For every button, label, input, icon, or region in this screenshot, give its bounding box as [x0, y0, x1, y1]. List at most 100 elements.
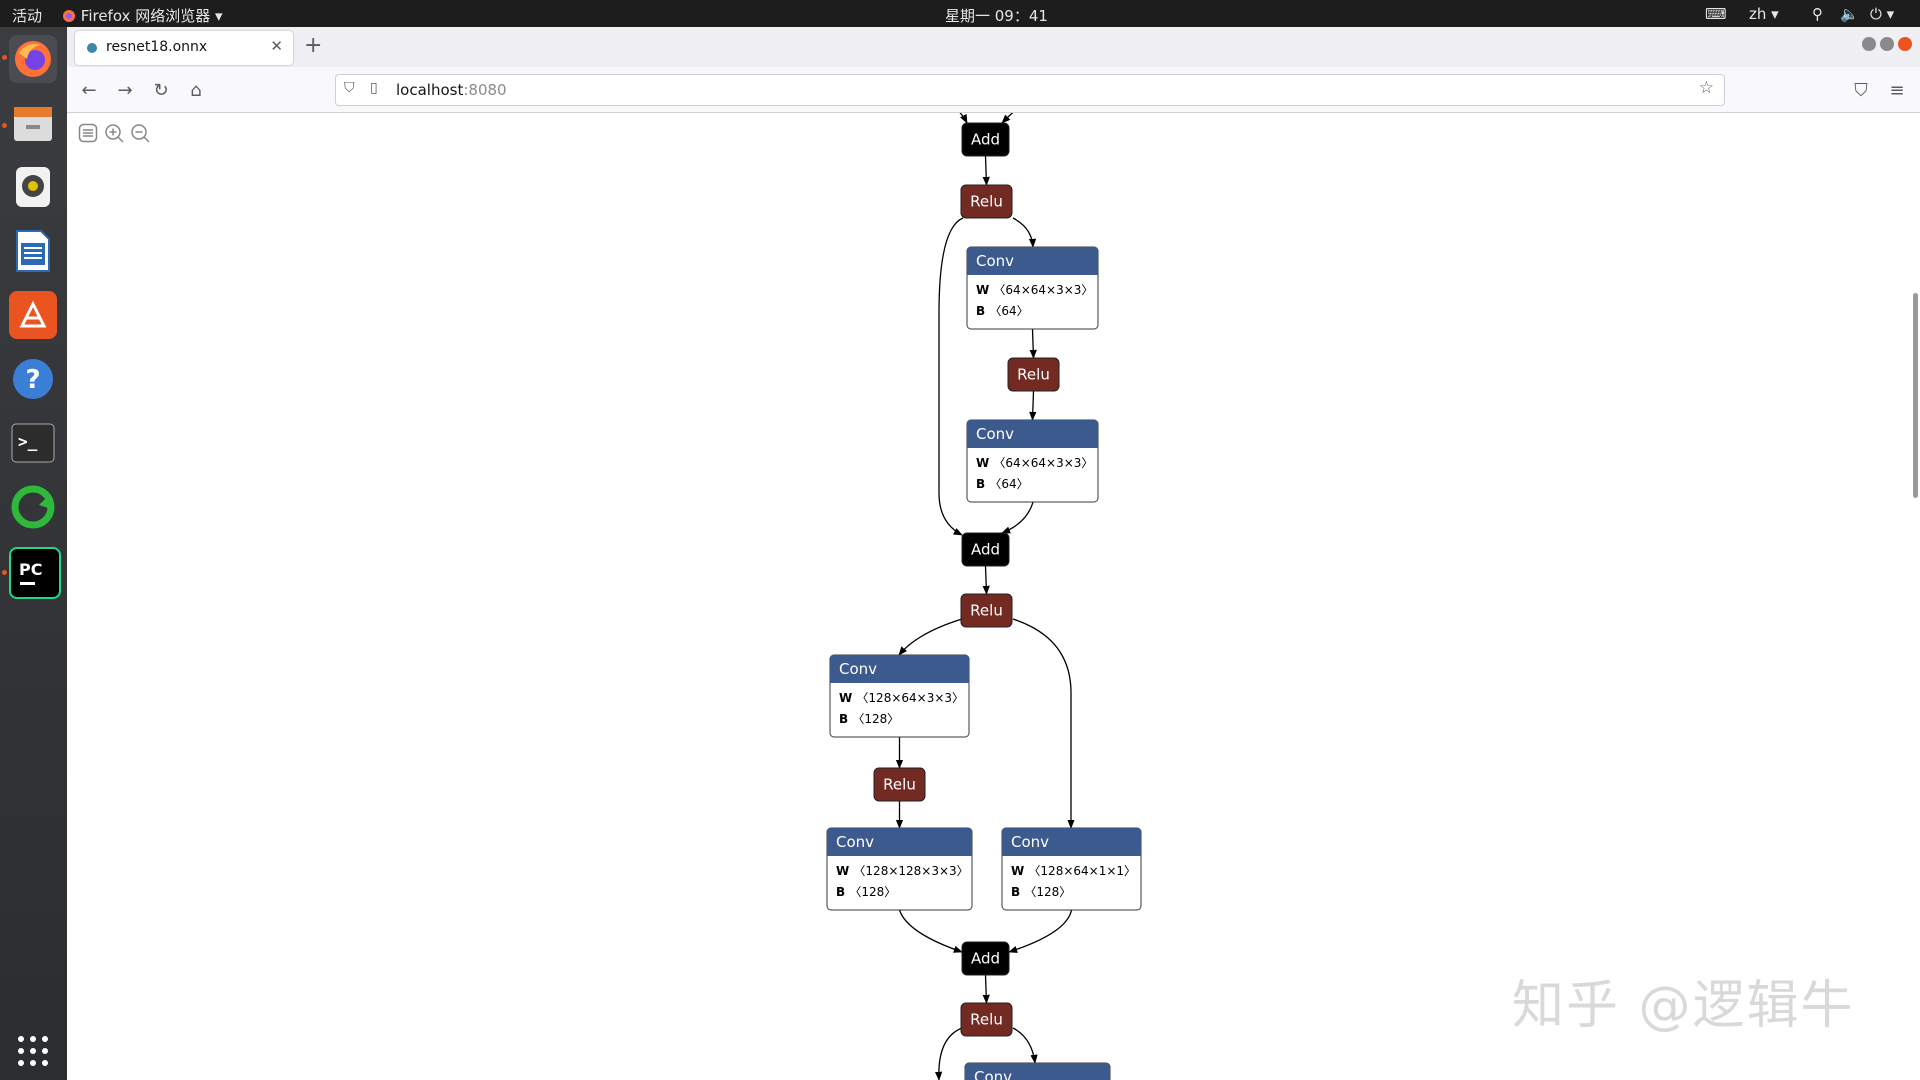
reload-icon[interactable]: ↻ — [153, 79, 169, 101]
bias-attr: B 〈64〉 — [976, 477, 1029, 491]
edge — [934, 1027, 963, 1080]
node-relu-relu5[interactable]: Relu — [960, 1002, 1013, 1037]
svg-text:>_: >_ — [18, 432, 38, 451]
relu-node-box — [1007, 357, 1060, 392]
bias-attr: B 〈128〉 — [1011, 885, 1071, 899]
tab-favicon-icon — [87, 43, 97, 53]
edge — [938, 217, 964, 536]
pocket-icon[interactable]: ⛉ — [1854, 79, 1868, 101]
conv-node-header — [967, 247, 1098, 275]
weight-attr: W 〈64×64×3×3〉 — [976, 283, 1093, 297]
keyboard-icon[interactable]: ⌨ — [1705, 5, 1727, 23]
node-op-label: Add — [971, 541, 1000, 559]
edge — [1029, 390, 1037, 421]
zoom-in-icon[interactable] — [104, 123, 124, 143]
svg-text:PC: PC — [19, 560, 42, 579]
bias-shape: 〈64〉 — [989, 477, 1028, 491]
minimize-icon[interactable] — [1862, 37, 1876, 51]
node-add-add2[interactable]: Add — [961, 532, 1010, 567]
back-icon[interactable]: ← — [81, 79, 97, 101]
weight-label: W — [839, 691, 856, 705]
files-dock-icon[interactable] — [9, 99, 57, 147]
maximize-icon[interactable] — [1880, 37, 1894, 51]
add-node-box — [961, 941, 1010, 976]
node-op-label: Conv — [976, 252, 1014, 270]
rhythmbox-dock-icon[interactable] — [9, 163, 57, 211]
firefox-icon — [63, 10, 75, 22]
network-icon[interactable]: ⚲ — [1812, 5, 1823, 23]
help-dock-icon[interactable]: ? — [9, 355, 57, 403]
bookmark-star-icon[interactable]: ☆ — [1698, 78, 1714, 98]
power-icon[interactable]: ⏻ ▾ — [1870, 5, 1895, 23]
shield-icon[interactable]: ⛉ — [344, 80, 355, 96]
system-top-bar: 活动 Firefox 网络浏览器 ▾ 星期一 09：41 ⌨ zh ▾ ⚲ 🔈 … — [0, 0, 1920, 27]
volume-icon[interactable]: 🔈 — [1840, 5, 1859, 23]
conv-node-header — [967, 420, 1098, 448]
weight-shape: 〈128×64×1×1〉 — [1028, 864, 1136, 878]
netron-toolbar — [78, 123, 150, 143]
forward-icon[interactable]: → — [117, 79, 133, 101]
svg-text:?: ? — [25, 365, 40, 395]
bias-shape: 〈128〉 — [1024, 885, 1071, 899]
node-op-label: Conv — [1011, 833, 1049, 851]
tab-close-icon[interactable]: ✕ — [270, 37, 283, 55]
edge — [959, 113, 968, 124]
weight-attr: W 〈128×128×3×3〉 — [836, 864, 969, 878]
software-center-dock-icon[interactable] — [9, 291, 57, 339]
list-icon[interactable] — [78, 123, 98, 143]
close-icon[interactable] — [1898, 37, 1912, 51]
add-node-box — [961, 122, 1010, 157]
relu-node-box — [960, 184, 1013, 219]
edge — [982, 974, 990, 1004]
update-dock-icon[interactable] — [9, 483, 57, 531]
url-port: :8080 — [463, 81, 507, 99]
language-label: zh — [1749, 5, 1767, 23]
url-text: localhost:8080 — [396, 81, 507, 99]
show-applications-icon[interactable] — [9, 1027, 57, 1075]
edge — [982, 155, 990, 186]
terminal-dock-icon[interactable]: >_ — [9, 419, 57, 467]
node-relu-relu3[interactable]: Relu — [960, 593, 1013, 628]
url-bar[interactable]: ⛉ ▯ localhost:8080 ☆ — [335, 74, 1725, 106]
node-conv-conv6[interactable]: Conv — [964, 1062, 1111, 1080]
tab-resnet18[interactable]: resnet18.onnx ✕ — [75, 31, 293, 65]
new-tab-button[interactable]: + — [304, 33, 323, 58]
edge — [982, 565, 990, 595]
weight-label: W — [1011, 864, 1028, 878]
scrollbar[interactable] — [1913, 293, 1918, 498]
app-menu[interactable]: Firefox 网络浏览器 ▾ — [62, 5, 223, 26]
language-indicator[interactable]: zh ▾ — [1749, 5, 1779, 23]
firefox-dock-icon[interactable] — [9, 35, 57, 83]
clock[interactable]: 星期一 09：41 — [945, 7, 1048, 25]
home-icon[interactable]: ⌂ — [190, 79, 202, 101]
zoom-out-icon[interactable] — [130, 123, 150, 143]
relu-node-box — [960, 593, 1013, 628]
node-add-add1[interactable]: Add — [961, 122, 1010, 157]
page-icon[interactable]: ▯ — [370, 80, 378, 96]
node-op-label: Add — [971, 950, 1000, 968]
menu-icon[interactable]: ≡ — [1889, 79, 1905, 101]
node-relu-relu4[interactable]: Relu — [873, 767, 926, 802]
node-op-label: Conv — [976, 425, 1014, 443]
node-add-add3[interactable]: Add — [961, 941, 1010, 976]
weight-shape: 〈64×64×3×3〉 — [993, 283, 1093, 297]
app-menu-label: Firefox 网络浏览器 — [80, 7, 211, 25]
node-op-label: Conv — [836, 833, 874, 851]
node-relu-relu2[interactable]: Relu — [1007, 357, 1060, 392]
conv-node-header — [965, 1063, 1110, 1080]
bias-attr: B 〈128〉 — [839, 712, 899, 726]
writer-dock-icon[interactable] — [9, 227, 57, 275]
node-op-label: Relu — [970, 602, 1003, 620]
pycharm-dock-icon[interactable]: PC — [9, 547, 61, 599]
edge — [1012, 1027, 1038, 1064]
activities-button[interactable]: 活动 — [12, 7, 43, 25]
chevron-down-icon: ▾ — [214, 7, 223, 25]
node-relu-relu1[interactable]: Relu — [960, 184, 1013, 219]
